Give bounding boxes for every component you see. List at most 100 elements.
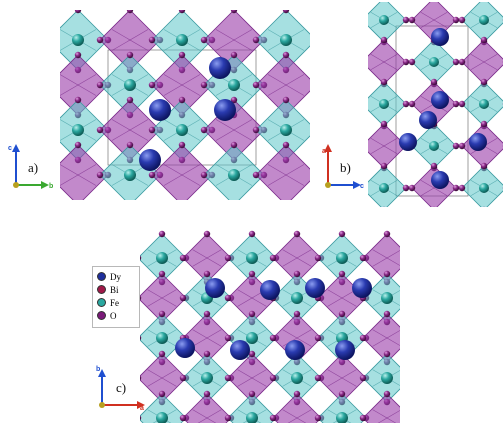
panel-c-axis-horizontal-label: a (140, 405, 144, 412)
iron-atom (280, 34, 292, 46)
octahedron-fe (140, 393, 187, 423)
oxygen-atom (383, 390, 391, 398)
octahedron-bi-edge2 (197, 409, 222, 423)
dysprosium-atom (335, 340, 355, 360)
oxygen-atom (252, 126, 260, 134)
oxygen-atom (269, 374, 277, 382)
octahedron-bi-edge2 (420, 12, 448, 28)
axis-vertical-arrowhead (324, 144, 332, 152)
octahedron-bi-edge2 (267, 164, 305, 186)
oxygen-atom (338, 310, 346, 318)
oxygen-atom (126, 10, 134, 14)
oxygen-atom (408, 16, 416, 24)
oxygen-atom (408, 100, 416, 108)
panel-b-label: b) (340, 160, 351, 175)
axis-vertical-arrowhead (98, 369, 106, 377)
oxygen-atom (480, 36, 488, 44)
panel-c-label: c) (116, 380, 127, 395)
octahedron-bi (255, 144, 310, 200)
oxygen-atom (96, 126, 104, 134)
oxygen-atom (148, 36, 156, 44)
oxygen-atom (293, 270, 301, 278)
panel-b-crystal (368, 2, 503, 207)
oxygen-atom (282, 51, 290, 59)
oxygen-atom (359, 334, 367, 342)
oxygen-atom (383, 230, 391, 238)
oxygen-atom (269, 254, 277, 262)
octahedron-bi-edge2 (147, 289, 177, 307)
oxygen-atom (96, 36, 104, 44)
oxygen-atom (203, 230, 211, 238)
oxygen-atom (148, 81, 156, 89)
oxygen-atom (140, 375, 142, 381)
o-swatch-icon (97, 311, 106, 320)
iron-atom (291, 292, 303, 304)
octahedron-bi-edge2 (372, 330, 400, 347)
octahedron-bi-edge2 (147, 369, 177, 387)
iron-atom (379, 15, 389, 25)
panel-a-axis-triad (12, 144, 49, 189)
iron-atom (429, 141, 439, 151)
iron-atom (156, 252, 168, 264)
octahedron-bi-edge2 (470, 54, 498, 70)
oxygen-atom (452, 142, 460, 150)
oxygen-atom (458, 58, 466, 66)
oxygen-atom (248, 310, 256, 318)
octahedron-bi-edge2 (60, 74, 97, 96)
octahedron-bi-edge2 (163, 164, 201, 186)
iron-atom (479, 99, 489, 109)
oxygen-atom (380, 78, 388, 86)
axis-vertical-arrowhead (12, 144, 20, 152)
oxygen-atom (126, 96, 134, 104)
legend-item-o: O (97, 309, 135, 322)
oxygen-atom (248, 230, 256, 238)
dysprosium-atom (431, 28, 449, 46)
oxygen-atom (402, 58, 410, 66)
oxygen-atom (293, 390, 301, 398)
octahedron-bi-edge2 (370, 138, 398, 154)
legend-item-dy: Dy (97, 270, 135, 283)
oxygen-atom (359, 374, 367, 382)
fe-swatch-icon (97, 298, 106, 307)
oxygen-atom (480, 120, 488, 128)
oxygen-atom (200, 171, 208, 179)
oxygen-atom (282, 96, 290, 104)
oxygen-atom (248, 390, 256, 398)
oxygen-atom (248, 350, 256, 358)
oxygen-atom (338, 390, 346, 398)
octahedron-bi-edge2 (267, 74, 305, 96)
octahedron-bi (182, 393, 232, 423)
octahedron-bi-edge2 (215, 119, 253, 141)
oxygen-atom (126, 51, 134, 59)
octahedron-bi-edge2 (111, 29, 149, 51)
dysprosium-atom (469, 133, 487, 151)
dysprosium-atom (214, 99, 236, 121)
oxygen-atom (359, 254, 367, 262)
oxygen-atom (458, 100, 466, 108)
oxygen-atom (158, 390, 166, 398)
octahedron-bi-edge2 (377, 410, 400, 423)
dysprosium-atom (399, 133, 417, 151)
oxygen-atom (179, 254, 187, 262)
oxygen-atom (140, 255, 142, 261)
dysprosium-atom (139, 149, 161, 171)
oxygen-atom (178, 51, 186, 59)
octahedron-bi (362, 233, 400, 283)
oxygen-atom (402, 100, 410, 108)
oxygen-atom (200, 126, 208, 134)
octahedron-bi-edge2 (282, 249, 312, 267)
iron-atom (156, 412, 168, 423)
oxygen-atom (282, 10, 290, 14)
oxygen-atom (383, 350, 391, 358)
oxygen-atom (402, 184, 410, 192)
oxygen-atom (230, 51, 238, 59)
oxygen-atom (224, 414, 232, 422)
oxygen-atom (74, 51, 82, 59)
oxygen-atom (224, 334, 232, 342)
octahedron-fe (317, 393, 367, 423)
axis-horizontal-arrowhead (353, 181, 361, 189)
iron-atom (379, 99, 389, 109)
octahedron-bi-edge2 (111, 119, 149, 141)
oxygen-atom (200, 81, 208, 89)
oxygen-atom (179, 294, 187, 302)
